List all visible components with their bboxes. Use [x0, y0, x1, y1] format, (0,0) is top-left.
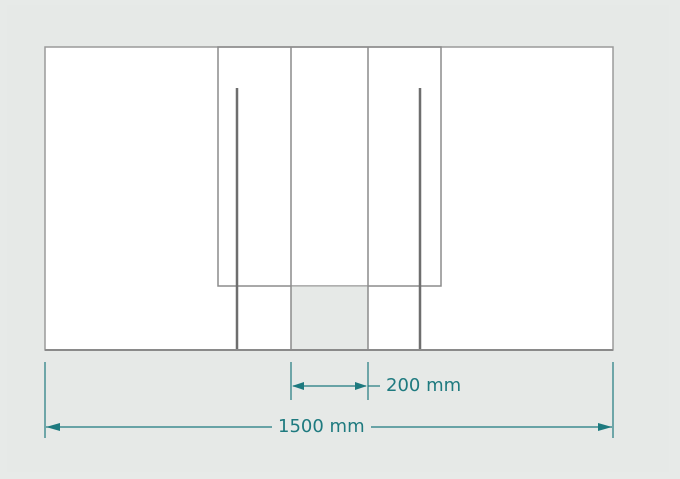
center-opening [290, 285, 369, 351]
total-dimension-label: 1500 mm [272, 416, 371, 438]
opening-dimension-arrow-right [355, 382, 367, 390]
opening-dimension-label: 200 mm [380, 375, 468, 397]
total-dimension-arrow-left [46, 423, 60, 431]
total-dimension-arrow-right [598, 423, 612, 431]
opening-dimension-arrow-left [292, 382, 304, 390]
